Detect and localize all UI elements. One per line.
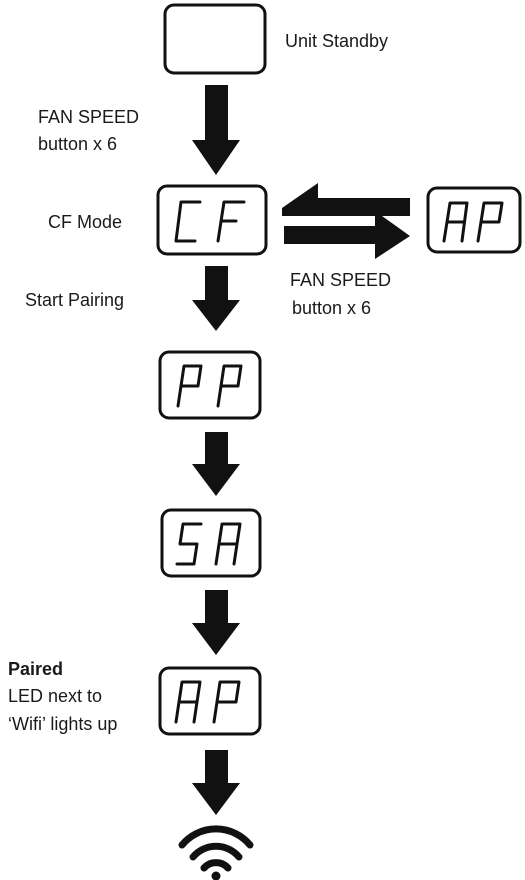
fan-speed-count-2: button x 6: [292, 298, 371, 318]
seven-seg-letter-a: [174, 680, 202, 724]
seven-seg-letter-a: [214, 522, 242, 566]
seven-seg-letter-p: [216, 364, 243, 408]
seven-seg-letter-p: [212, 680, 241, 724]
paired-ap-display: [158, 666, 262, 736]
left-arrow: [282, 183, 410, 216]
paired-line2: ‘Wifi’ lights up: [8, 714, 117, 734]
wifi-icon: [178, 825, 254, 880]
cf-display: [156, 184, 268, 256]
seven-seg-letter-f: [216, 200, 246, 243]
fan-speed-label-1: FAN SPEED: [38, 107, 139, 127]
seven-seg-letter-s: [175, 522, 203, 566]
sa-display: [160, 508, 262, 578]
down-arrow-3: [192, 432, 240, 496]
paired-line1: LED next to: [8, 686, 102, 706]
ap-side-display: [426, 186, 522, 254]
seven-seg-letter-p: [176, 364, 203, 408]
right-arrow: [284, 211, 410, 259]
seven-seg-letter-a: [442, 201, 469, 243]
seven-seg-letter-p: [476, 201, 504, 243]
standby-display: [163, 3, 267, 75]
fan-speed-label-2: FAN SPEED: [290, 270, 391, 290]
standby-label: Unit Standby: [285, 31, 388, 51]
pp-display: [158, 350, 262, 420]
down-arrow-5: [192, 750, 240, 815]
down-arrow-2: [192, 266, 240, 331]
cf-mode-label: CF Mode: [48, 212, 122, 232]
fan-speed-count-1: button x 6: [38, 134, 117, 154]
start-pairing-label: Start Pairing: [25, 290, 124, 310]
down-arrow-1: [192, 85, 240, 175]
down-arrow-4: [192, 590, 240, 655]
seven-seg-letter-c: [174, 200, 202, 243]
paired-title: Paired: [8, 659, 63, 679]
